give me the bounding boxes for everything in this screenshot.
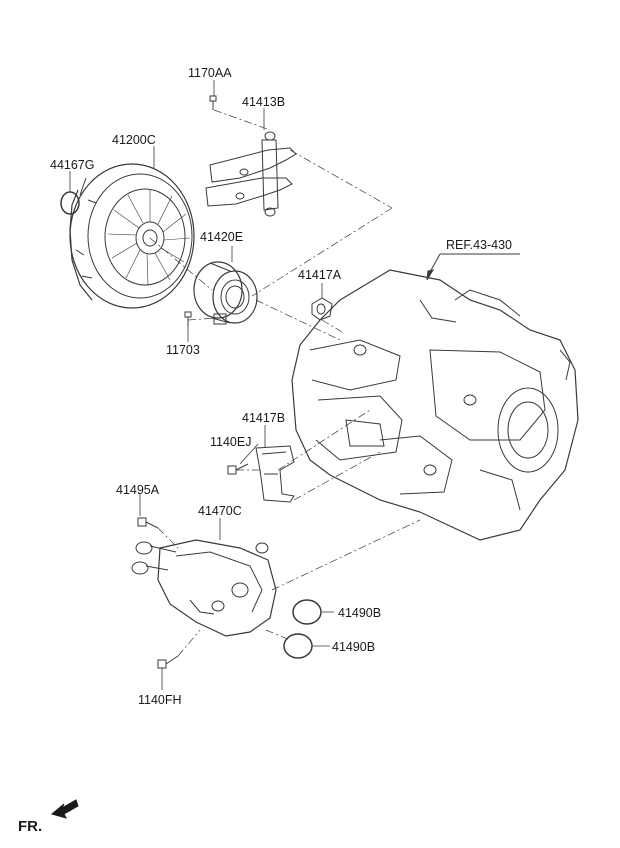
clutch-cover-41200C: [69, 163, 195, 309]
actuator-41470C: [131, 539, 277, 637]
label-41495A: 41495A: [116, 483, 160, 497]
label-11703: 11703: [166, 343, 200, 357]
label-1140EJ: 1140EJ: [210, 435, 252, 449]
label-41413B: 41413B: [242, 95, 286, 109]
bracket-41417B: [255, 445, 295, 503]
front-direction-label: FR.: [18, 818, 43, 835]
o-ring-41490B-lower: [283, 633, 313, 659]
seal-41417A: [311, 297, 333, 321]
leader-lines: [69, 80, 334, 690]
transmission-housing: [291, 269, 579, 541]
release-fork-41413B: [205, 131, 297, 217]
bolt-1170AA: [209, 95, 217, 110]
label-1140FH: 1140FH: [138, 693, 182, 707]
bolt-1140FH: [157, 655, 179, 669]
arrow-icon: [50, 799, 79, 819]
bolt-41495A: [137, 517, 159, 529]
release-bearing-41420E: [193, 261, 258, 325]
label-41417A: 41417A: [298, 268, 342, 282]
ref-leader: [426, 253, 520, 281]
o-ring-41490B-upper: [292, 599, 322, 625]
label-44167G: 44167G: [50, 158, 95, 172]
label-41420E: 41420E: [200, 230, 244, 244]
label-41470C: 41470C: [198, 504, 242, 518]
label-41490B-lower: 41490B: [332, 640, 376, 654]
bolt-11703: [184, 311, 192, 326]
assembly-lines: [149, 109, 421, 657]
label-41417B: 41417B: [242, 411, 286, 425]
label-41490B-upper: 41490B: [338, 606, 382, 620]
label-1170AA: 1170AA: [188, 66, 232, 80]
bolt-1140EJ: [227, 463, 249, 475]
label-ref-43-430: REF.43-430: [446, 238, 513, 252]
label-41200C: 41200C: [112, 133, 156, 147]
